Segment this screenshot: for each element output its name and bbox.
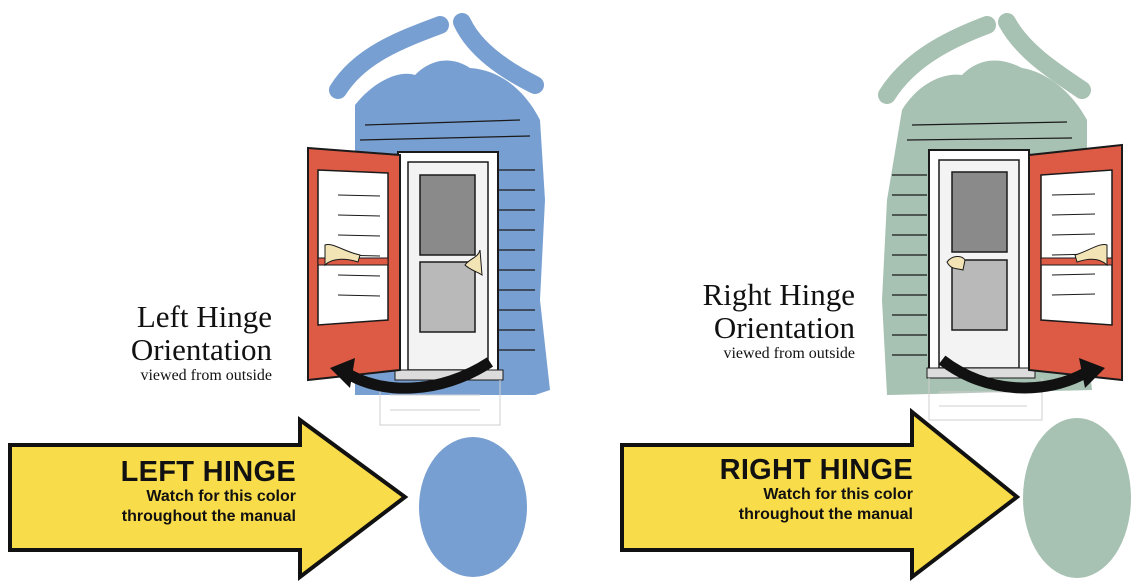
caption-title-line1: Right Hinge bbox=[627, 278, 855, 311]
arrow-line2: throughout the manual bbox=[20, 507, 296, 527]
lower-glass bbox=[420, 262, 475, 332]
caption-title-line1: Left Hinge bbox=[50, 300, 272, 333]
right-hinge-panel: Right Hinge Orientation viewed from outs… bbox=[567, 0, 1134, 583]
arrow-line1: Watch for this color bbox=[20, 487, 296, 507]
arrow-title: RIGHT HINGE bbox=[627, 455, 913, 485]
caption-subtitle: viewed from outside bbox=[627, 344, 855, 364]
color-swatch-blue bbox=[419, 437, 527, 577]
upper-glass bbox=[420, 175, 475, 255]
color-swatch-green bbox=[1023, 418, 1131, 578]
left-caption: Left Hinge Orientation viewed from outsi… bbox=[50, 300, 272, 386]
caption-title-line2: Orientation bbox=[627, 311, 855, 344]
arrow-line2: throughout the manual bbox=[627, 505, 913, 525]
right-caption: Right Hinge Orientation viewed from outs… bbox=[627, 278, 855, 364]
caption-subtitle: viewed from outside bbox=[50, 366, 272, 386]
left-hinge-panel: Left Hinge Orientation viewed from outsi… bbox=[0, 0, 567, 583]
arrow-title: LEFT HINGE bbox=[20, 457, 296, 487]
left-arrow-label: LEFT HINGE Watch for this color througho… bbox=[20, 457, 296, 527]
caption-title-line2: Orientation bbox=[50, 333, 272, 366]
right-arrow-label: RIGHT HINGE Watch for this color through… bbox=[627, 455, 913, 525]
lower-glass bbox=[952, 260, 1007, 330]
upper-glass bbox=[952, 172, 1007, 252]
arrow-line1: Watch for this color bbox=[627, 485, 913, 505]
